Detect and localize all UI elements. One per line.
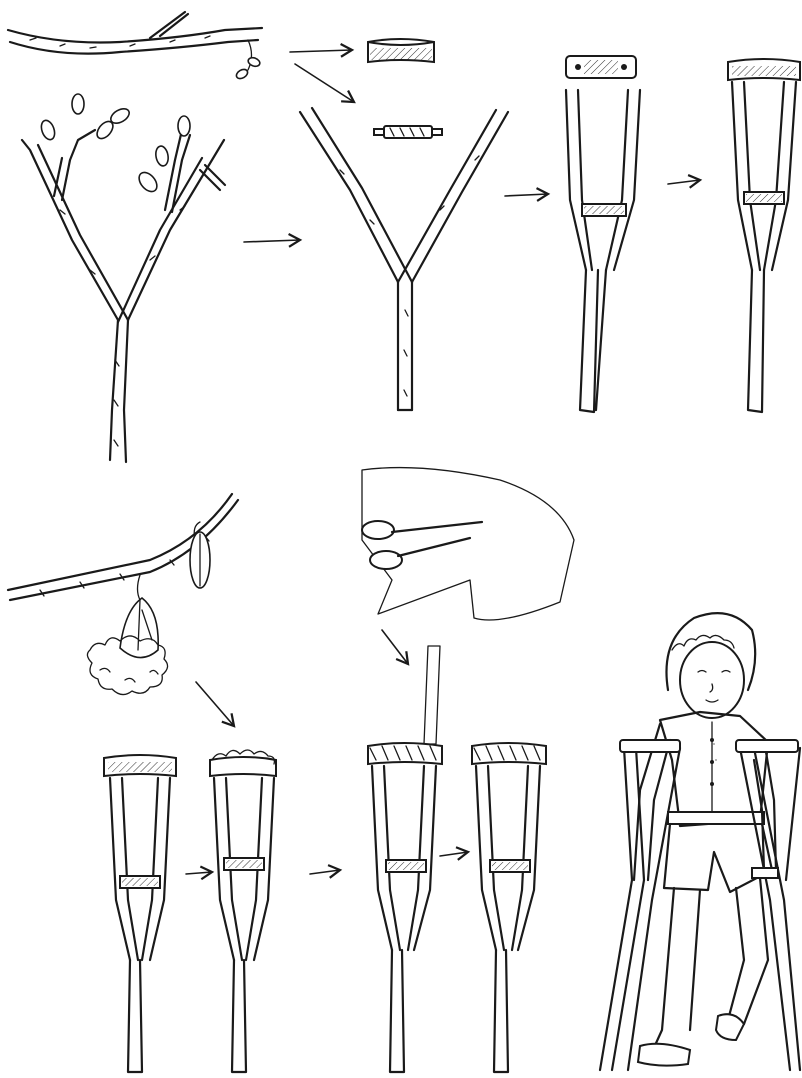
- cloth-and-scissors: [362, 468, 574, 620]
- arrow-icon: [295, 64, 354, 102]
- leaf-icon: [154, 145, 169, 167]
- arrow-icon: [290, 50, 352, 52]
- handle-piece: [374, 126, 442, 138]
- boy-using-crutches: [600, 613, 800, 1070]
- arrow-icon: [668, 180, 700, 184]
- y-branch-with-leaves: [22, 94, 225, 462]
- arrow-icon: [244, 240, 300, 242]
- leaf-icon: [136, 169, 161, 195]
- arrow-icon: [310, 870, 340, 874]
- arrow-icon: [440, 852, 468, 856]
- leaf-icon: [72, 94, 84, 114]
- arrow-icon: [196, 682, 234, 726]
- shoulder-rest-piece: [368, 39, 434, 62]
- arrow-icon: [186, 872, 212, 874]
- cloth-strip: [424, 646, 440, 744]
- leaf-icon: [235, 68, 249, 81]
- padding-crutch-3: [368, 743, 442, 1072]
- padding-crutch-4: [472, 743, 546, 1072]
- leaf-icon: [178, 116, 190, 136]
- arrow-icon: [505, 194, 548, 196]
- scissors-icon: [362, 521, 482, 569]
- leaf-icon: [39, 119, 57, 142]
- padding-crutch-1: [104, 755, 176, 1072]
- arrow-icon: [382, 630, 408, 664]
- finished-crutch: [728, 59, 800, 412]
- straight-branch: [8, 12, 262, 80]
- kapok-branch: [8, 494, 238, 695]
- stripped-fork: [300, 108, 508, 410]
- crutch-assembly: [566, 56, 640, 412]
- padding-crutch-2: [210, 750, 276, 1072]
